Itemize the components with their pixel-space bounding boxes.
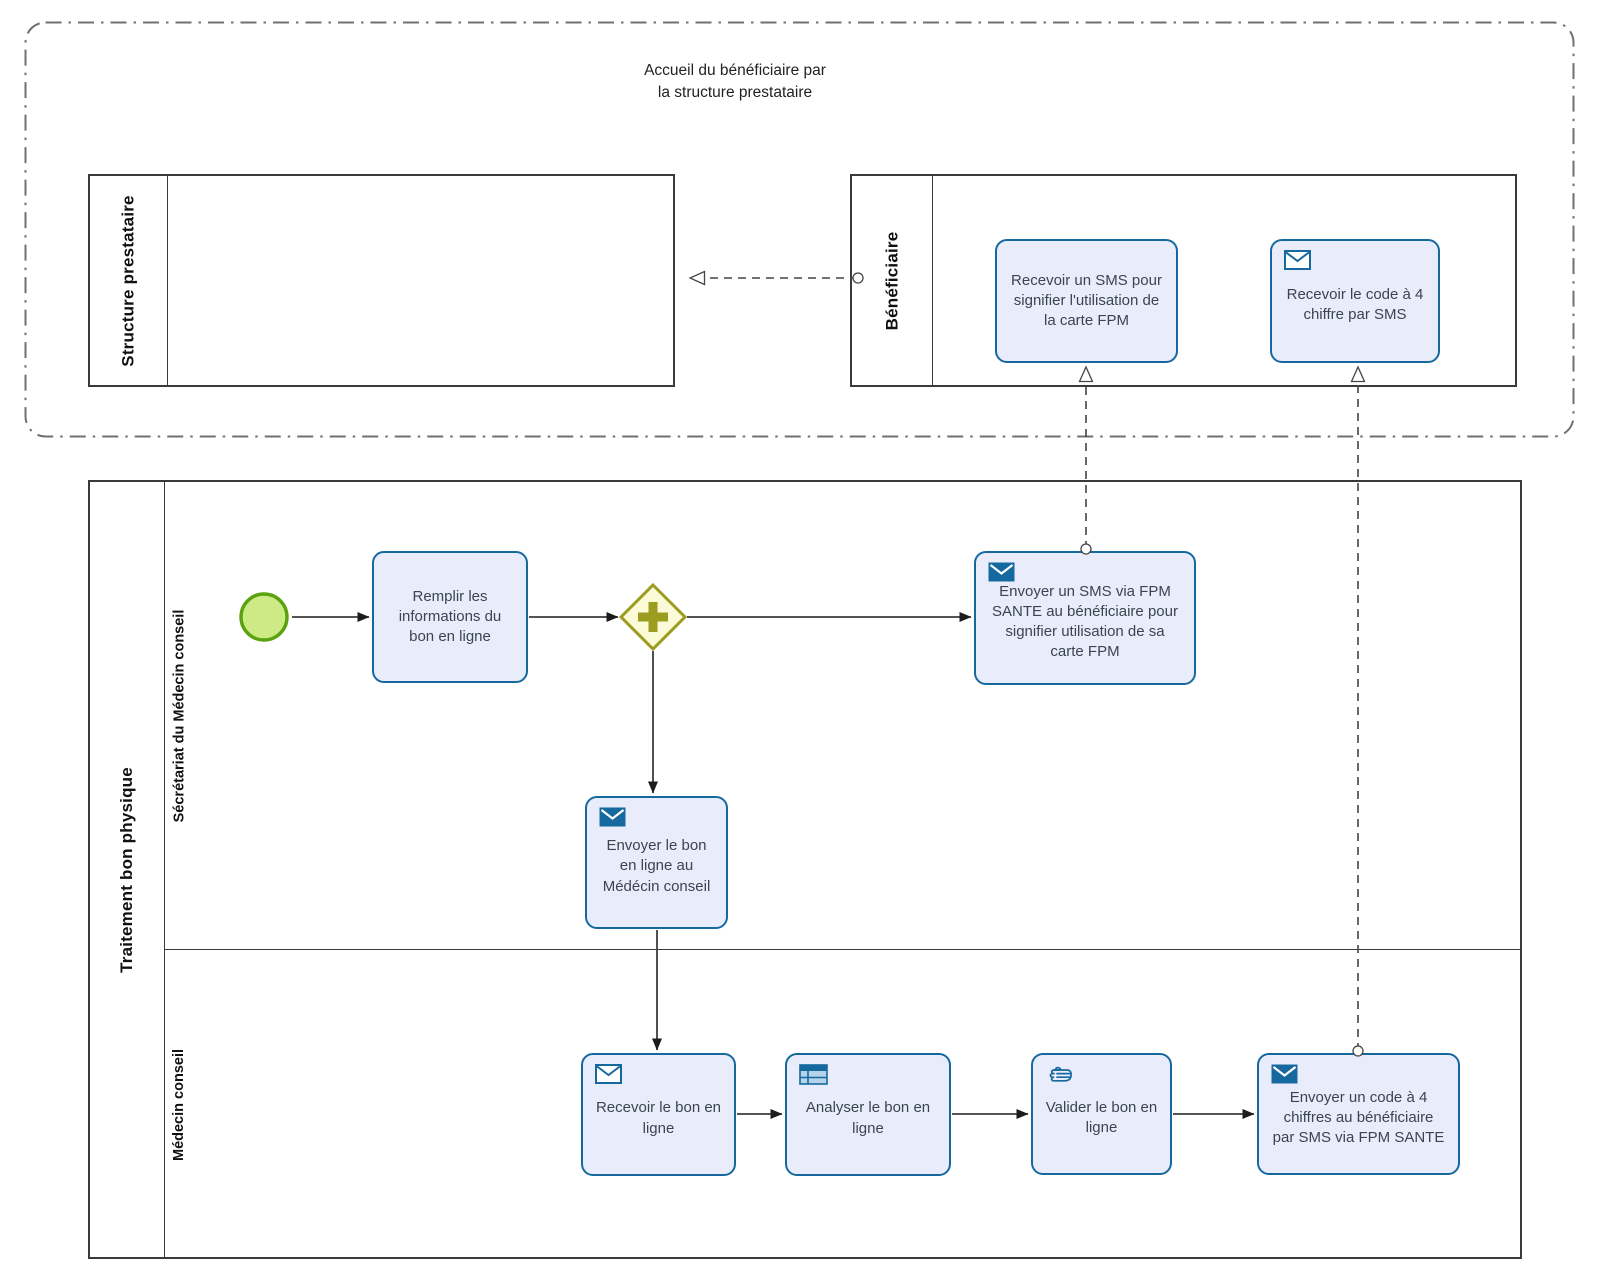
pool-band-beneficiaire: Bénéficiaire (852, 176, 933, 385)
start-event-icon (239, 592, 289, 642)
task-analyser-bon[interactable]: Analyser le bon en ligne (785, 1053, 951, 1176)
lane-label-medecin-conseil: Médecin conseil (171, 1048, 188, 1162)
group-title-line1: Accueil du bénéficiaire par (644, 62, 826, 79)
send-message-icon (988, 562, 1015, 588)
task-remplir-informations[interactable]: Remplir les informations du bon en ligne (372, 551, 528, 683)
lane-label-secretariat: Sécrétariat du Médecin conseil (171, 609, 187, 822)
pool-structure-prestataire: Structure prestataire (88, 174, 675, 387)
task-envoyer-bon[interactable]: Envoyer le bon en ligne au Médécin conse… (585, 796, 728, 929)
parallel-gateway[interactable] (618, 582, 688, 657)
task-envoyer-sms-fpm-label: Envoyer un SMS via FPM SANTE au bénéfici… (992, 582, 1178, 661)
parallel-gateway-icon (618, 582, 688, 652)
pool-band-traitement: Traitement bon physique (90, 482, 165, 1257)
start-event[interactable] (238, 591, 290, 648)
task-recevoir-code[interactable]: Recevoir le code à 4 chiffre par SMS (1270, 239, 1440, 363)
task-analyser-bon-label: Analyser le bon en ligne (805, 1099, 931, 1137)
send-message-icon (1271, 1064, 1298, 1090)
task-envoyer-sms-fpm[interactable]: Envoyer un SMS via FPM SANTE au bénéfici… (974, 551, 1196, 685)
pool-label-traitement: Traitement bon physique (117, 766, 137, 973)
group-title: Accueil du bénéficiaire par la structure… (595, 60, 875, 103)
pool-label-beneficiaire: Bénéficiaire (882, 231, 901, 330)
lane-divider (164, 949, 1520, 950)
task-envoyer-bon-label: Envoyer le bon en ligne au Médécin conse… (602, 837, 711, 895)
task-recevoir-sms[interactable]: Recevoir un SMS pour signifier l'utilisa… (995, 239, 1178, 363)
task-envoyer-code[interactable]: Envoyer un code à 4 chiffres au bénéfici… (1257, 1053, 1460, 1175)
task-remplir-informations-label: Remplir les informations du bon en ligne (398, 587, 502, 646)
send-message-icon (599, 807, 626, 833)
group-title-line2: la structure prestataire (657, 83, 813, 101)
task-valider-bon[interactable]: Valider le bon en ligne (1031, 1053, 1172, 1175)
business-rule-icon (799, 1064, 828, 1091)
receive-message-icon (1284, 250, 1311, 276)
task-recevoir-bon-label: Recevoir le bon en ligne (595, 1099, 722, 1137)
task-envoyer-code-label: Envoyer un code à 4 chiffres au bénéfici… (1272, 1088, 1445, 1147)
task-recevoir-code-label: Recevoir le code à 4 chiffre par SMS (1286, 285, 1424, 323)
manual-task-icon (1045, 1064, 1075, 1093)
task-recevoir-sms-label: Recevoir un SMS pour signifier l'utilisa… (1011, 271, 1162, 330)
receive-message-icon (595, 1064, 622, 1090)
lane-medecin-conseil: Médecin conseil (164, 949, 194, 1261)
task-valider-bon-label: Valider le bon en ligne (1045, 1098, 1158, 1136)
pool-band-structure-prestataire: Structure prestataire (90, 176, 168, 385)
lane-secretariat: Sécrétariat du Médecin conseil (164, 482, 194, 949)
task-recevoir-bon[interactable]: Recevoir le bon en ligne (581, 1053, 736, 1176)
pool-label-structure-prestataire: Structure prestataire (118, 194, 138, 367)
